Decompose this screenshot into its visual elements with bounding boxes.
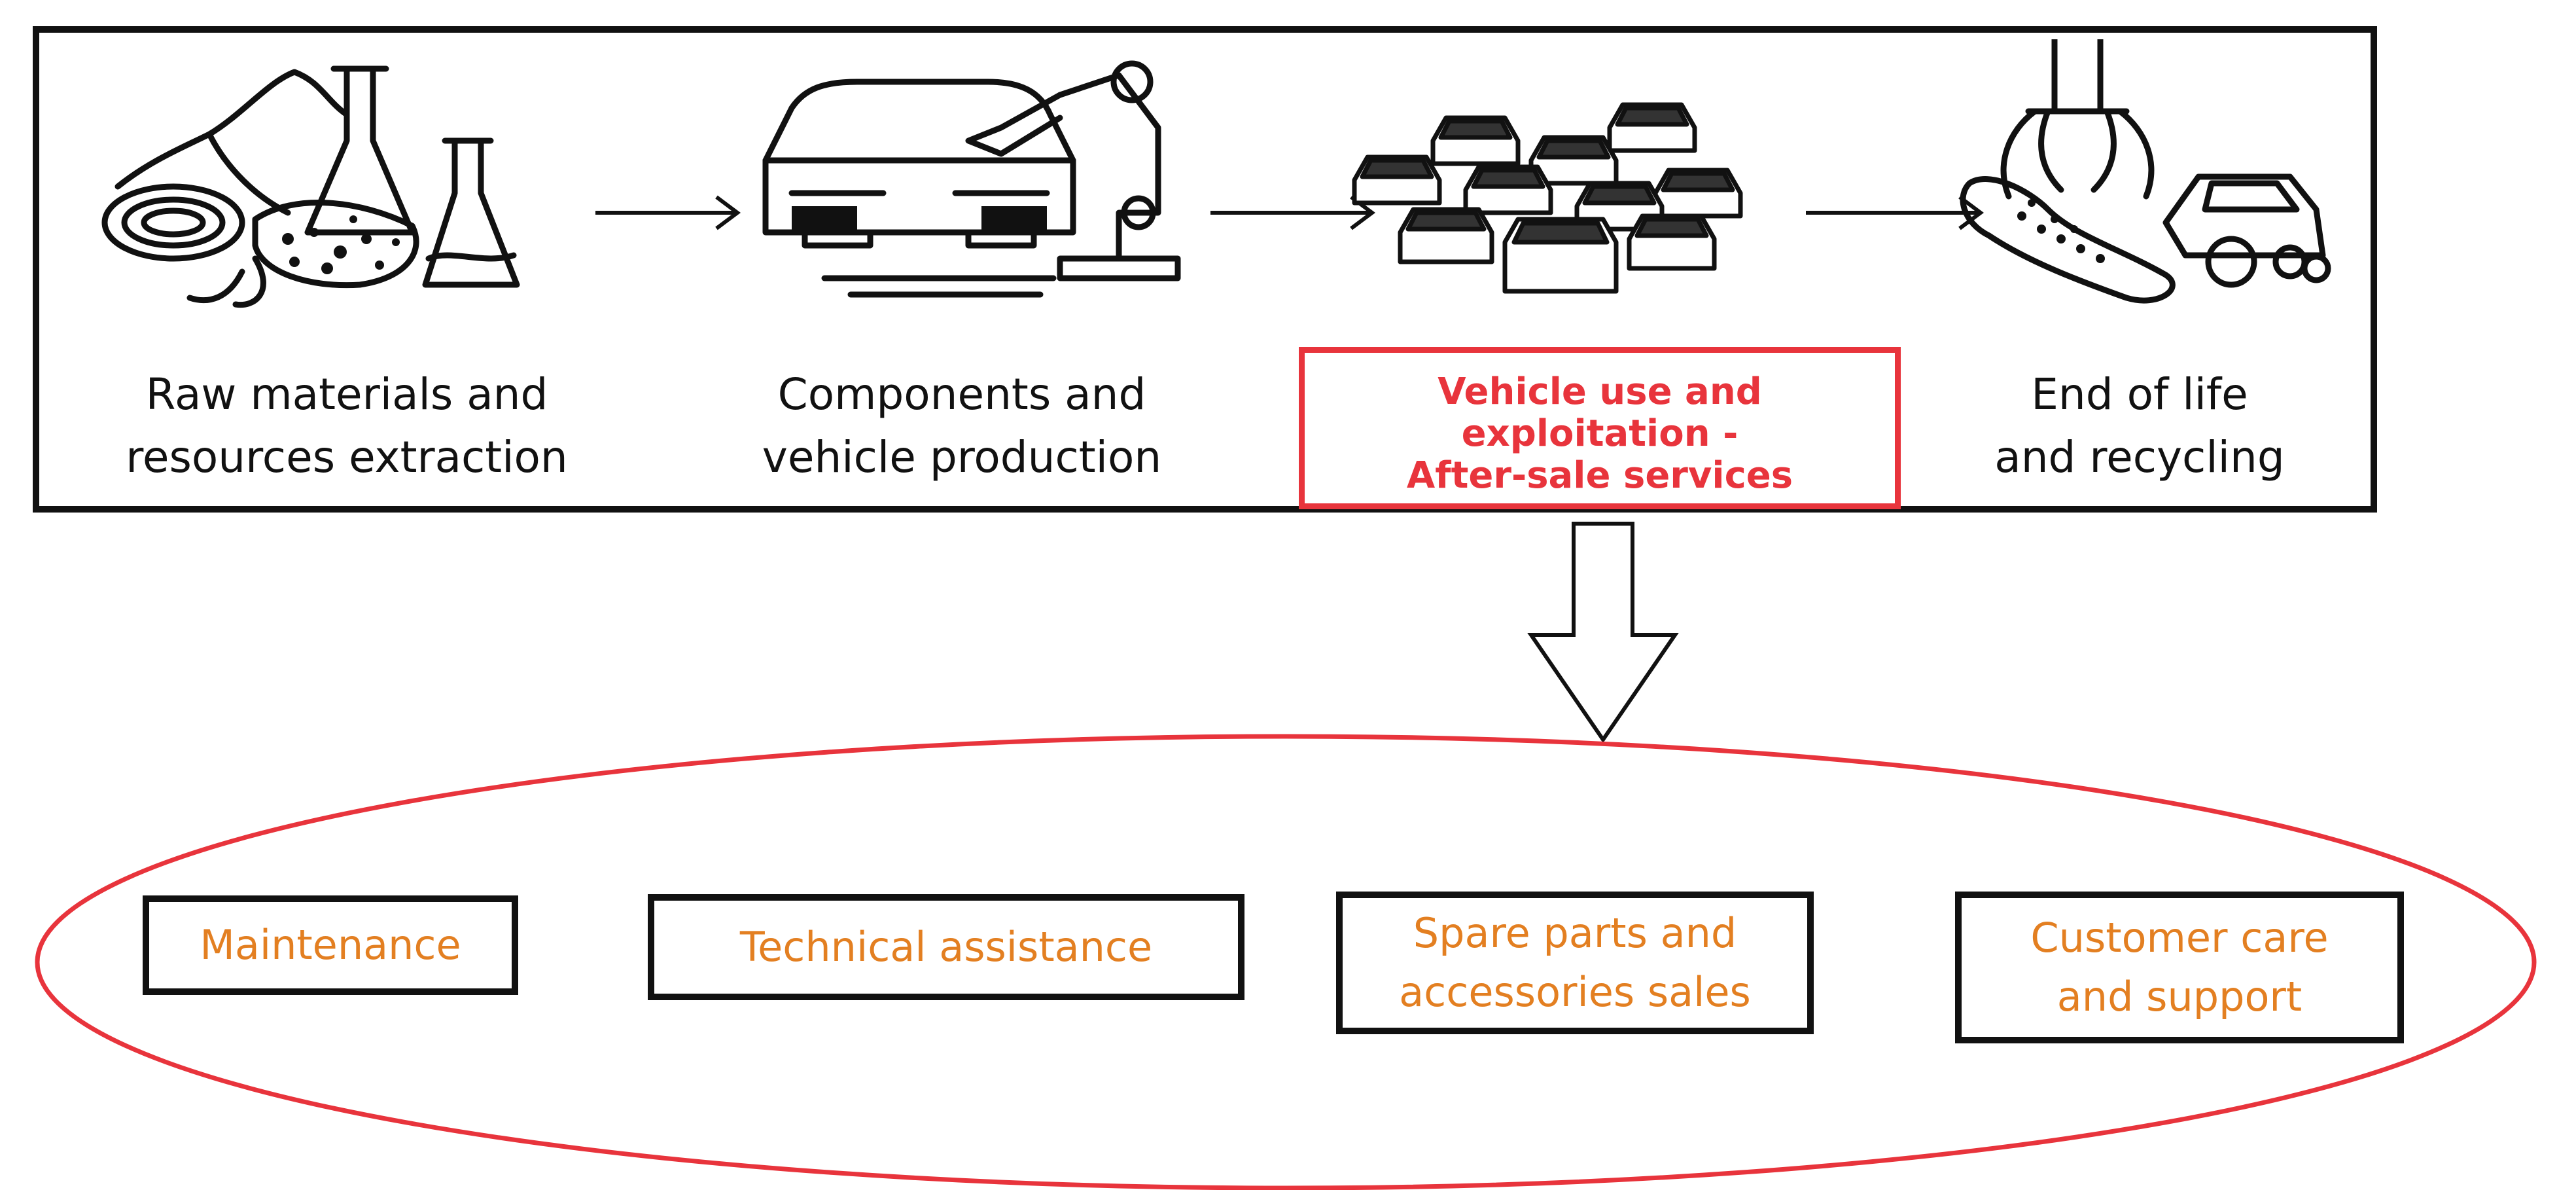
stage-label-line: exploitation - [1461, 412, 1738, 455]
arrow-raw-to-production [595, 195, 741, 230]
stage-label-line: vehicle production [762, 432, 1162, 482]
stage-label-production: Components and vehicle production [694, 363, 1230, 489]
stage-label-line: After-sale services [1406, 454, 1793, 497]
service-label-line: Customer care [2030, 914, 2329, 962]
stage-label-line: and recycling [1994, 432, 2285, 482]
stage-label-raw-materials: Raw materials and resources extraction [59, 363, 635, 489]
service-label-line: and support [2056, 973, 2303, 1020]
service-box-customer-care: Customer care and support [1955, 892, 2404, 1043]
stage-label-end-of-life: End of life and recycling [1917, 363, 2362, 489]
stage-label-line: End of life [2031, 369, 2248, 420]
vehicle-production-robot-icon [762, 60, 1181, 298]
service-box-technical-assistance: Technical assistance [648, 894, 1244, 1000]
service-label-line: accessories sales [1399, 968, 1751, 1016]
service-label-line: Spare parts and [1413, 909, 1737, 957]
stage-label-vehicle-use-highlighted: Vehicle use and exploitation - After-sal… [1299, 347, 1901, 509]
traffic-cars-icon [1352, 102, 1743, 294]
arrow-use-to-eol [1806, 195, 1984, 230]
car-crusher-icon [1960, 39, 2331, 304]
service-box-spare-parts: Spare parts and accessories sales [1336, 892, 1814, 1034]
service-box-maintenance: Maintenance [143, 895, 518, 995]
stage-label-line: Vehicle use and [1438, 370, 1762, 413]
services-ellipse [35, 734, 2536, 1190]
service-label-line: Technical assistance [739, 923, 1153, 971]
stage-label-line: Raw materials and [145, 369, 548, 420]
down-arrow [1527, 522, 1679, 744]
raw-materials-icon [101, 65, 520, 308]
service-label-line: Maintenance [200, 921, 461, 969]
lifecycle-frame [33, 26, 2377, 513]
stage-label-line: Components and [777, 369, 1146, 420]
stage-label-line: resources extraction [126, 432, 568, 482]
